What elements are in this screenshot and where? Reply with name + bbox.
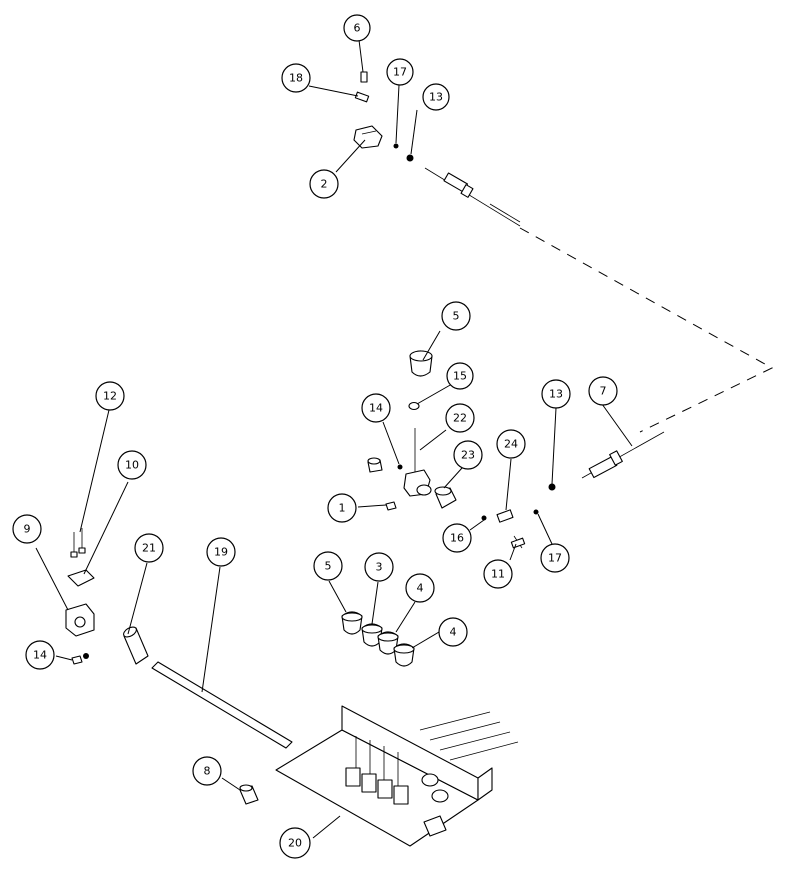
balloon-12: 12 — [95, 381, 125, 411]
part-21-tube — [123, 626, 149, 665]
balloon-5-top: 5 — [441, 301, 471, 331]
part-14-bushing-left — [367, 457, 383, 473]
part-17-small-right — [533, 509, 539, 515]
part-20-base-assembly — [275, 705, 519, 847]
part-2-clevis — [353, 125, 383, 149]
balloon-15: 15 — [446, 362, 474, 390]
part-7-cable — [581, 431, 665, 479]
balloon-24: 24 — [496, 429, 526, 459]
svg-text:20: 20 — [288, 837, 302, 850]
balloon-17-upper: 17 — [386, 58, 414, 86]
balloon-18: 18 — [281, 63, 311, 93]
svg-text:24: 24 — [504, 438, 518, 451]
upper-cable — [424, 167, 521, 227]
balloon-19: 19 — [206, 537, 236, 567]
svg-text:21: 21 — [142, 542, 156, 555]
svg-text:17: 17 — [393, 66, 407, 79]
svg-text:14: 14 — [33, 649, 47, 662]
balloon-8: 8 — [192, 756, 222, 786]
balloon-20: 20 — [279, 827, 311, 859]
svg-text:13: 13 — [429, 91, 443, 104]
svg-text:6: 6 — [354, 22, 361, 35]
balloon-17-right: 17 — [540, 543, 570, 573]
svg-text:11: 11 — [491, 568, 505, 581]
balloon-4-upper: 4 — [405, 573, 435, 603]
part-22-shift-lever — [403, 428, 432, 497]
svg-text:23: 23 — [461, 449, 475, 462]
balloon-10: 10 — [117, 450, 147, 480]
part-14-nuts-left — [71, 653, 89, 665]
part-12-bolts — [70, 528, 86, 558]
part-1-screw — [385, 501, 397, 511]
part-15-washer — [408, 401, 420, 411]
part-10-plate — [67, 569, 95, 587]
part-19-rod — [151, 661, 293, 749]
balloon-14-center: 14 — [361, 393, 391, 423]
part-6-pin — [360, 71, 368, 83]
svg-text:4: 4 — [417, 582, 424, 595]
part-13-nut-upper — [406, 154, 414, 162]
part-8-knob — [239, 784, 259, 805]
svg-text:8: 8 — [204, 765, 211, 778]
svg-text:19: 19 — [214, 546, 228, 559]
part-5-knob-top — [409, 350, 433, 377]
balloon-16: 16 — [442, 523, 472, 553]
balloon-13-upper: 13 — [422, 83, 450, 111]
svg-text:3: 3 — [376, 561, 383, 574]
svg-text:12: 12 — [103, 390, 117, 403]
balloon-21: 21 — [134, 533, 164, 563]
svg-text:16: 16 — [450, 532, 464, 545]
part-14-small — [397, 464, 403, 470]
svg-text:7: 7 — [600, 385, 607, 398]
svg-text:9: 9 — [24, 523, 31, 536]
balloon-1: 1 — [327, 493, 357, 523]
svg-text:5: 5 — [325, 560, 332, 573]
svg-text:15: 15 — [453, 370, 467, 383]
part-11-bolt — [510, 535, 526, 549]
balloon-11: 11 — [483, 559, 513, 589]
svg-text:4: 4 — [450, 626, 457, 639]
svg-text:1: 1 — [339, 502, 346, 515]
balloon-9: 9 — [12, 514, 42, 544]
svg-text:10: 10 — [125, 459, 139, 472]
balloon-23: 23 — [453, 440, 483, 470]
balloon-14-left: 14 — [25, 640, 55, 670]
part-9-clamp-block — [65, 603, 95, 637]
balloon-13-right: 13 — [541, 379, 571, 409]
part-23-bushing — [434, 486, 457, 509]
leader-lines — [35, 39, 633, 839]
part-18-clevis-pin — [354, 91, 370, 103]
svg-text:17: 17 — [548, 552, 562, 565]
svg-text:14: 14 — [369, 402, 383, 415]
balloon-4-lower: 4 — [438, 617, 468, 647]
part-24-pin — [496, 509, 514, 523]
knob-row — [341, 611, 415, 667]
balloon-5-bottom: 5 — [313, 551, 343, 581]
cable-route-dashed — [519, 227, 774, 433]
svg-text:2: 2 — [321, 178, 328, 191]
svg-text:22: 22 — [453, 412, 467, 425]
part-13-nut-right — [548, 483, 556, 491]
balloon-22: 22 — [445, 403, 475, 433]
part-17-small-upper — [393, 143, 399, 149]
svg-text:18: 18 — [289, 72, 303, 85]
balloon-6: 6 — [343, 14, 371, 42]
balloon-3: 3 — [364, 552, 394, 582]
balloon-2: 2 — [309, 169, 339, 199]
balloon-7: 7 — [588, 376, 618, 406]
part-16-small — [481, 515, 487, 521]
svg-text:13: 13 — [549, 388, 563, 401]
svg-text:5: 5 — [453, 310, 460, 323]
